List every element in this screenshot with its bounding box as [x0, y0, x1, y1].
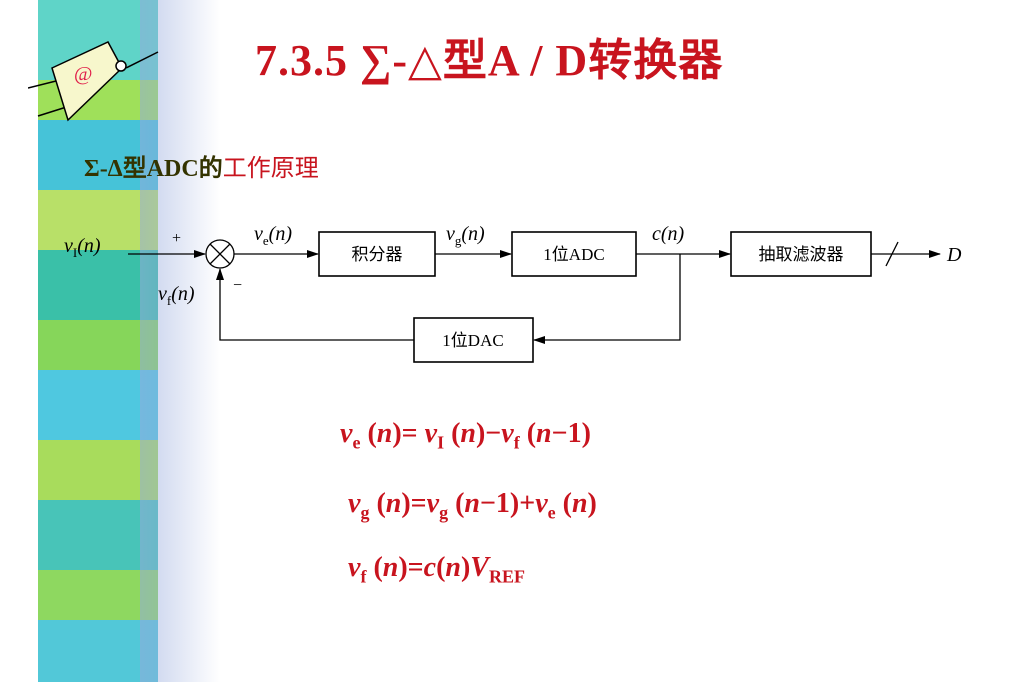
- dac-block: [413, 317, 534, 363]
- summing-junction: [205, 239, 235, 269]
- error-signal-label: ve(n): [254, 223, 292, 248]
- minus-sign: −: [233, 277, 242, 294]
- decorative-strip: [0, 0, 160, 682]
- section-subtitle: Σ-Δ型ADC的工作原理: [84, 148, 319, 183]
- feedback-wire-left: [216, 268, 414, 341]
- adc-label: 1位ADC: [543, 245, 604, 264]
- filter-label: 抽取滤波器: [759, 245, 844, 264]
- page-title: 7.3.5 ∑-△型A / D转换器: [255, 36, 724, 85]
- logic-gate-at-icon: @: [28, 41, 159, 122]
- strip-glow: [140, 0, 220, 682]
- plus-sign: +: [172, 230, 181, 247]
- subtitle-lead: Σ-Δ型ADC的: [84, 156, 223, 182]
- feedback-wire-right: [533, 254, 681, 344]
- equation-integrator: vg (n)=vg (n−1)+ve (n): [348, 488, 597, 523]
- adc-block: [511, 231, 637, 277]
- bus-slash: [885, 241, 899, 267]
- equation-error: ve (n)= vI (n)−vf (n−1): [340, 418, 591, 453]
- equation-feedback: vf (n)=c(n)VREF: [348, 552, 525, 587]
- integrator-block: [318, 231, 436, 277]
- output-signal-label: D: [946, 244, 962, 266]
- svg-text:@: @: [74, 63, 92, 85]
- integrator-label: 积分器: [352, 245, 403, 264]
- feedback-signal-label: vf(n): [158, 283, 195, 308]
- dac-label: 1位DAC: [442, 331, 503, 350]
- filter-block: [730, 231, 872, 277]
- bitstream-signal-label: c(n): [652, 223, 685, 245]
- integrated-signal-label: vg(n): [446, 223, 485, 248]
- input-signal-label: vI(n): [64, 235, 101, 260]
- subtitle-rest: 工作原理: [222, 156, 319, 182]
